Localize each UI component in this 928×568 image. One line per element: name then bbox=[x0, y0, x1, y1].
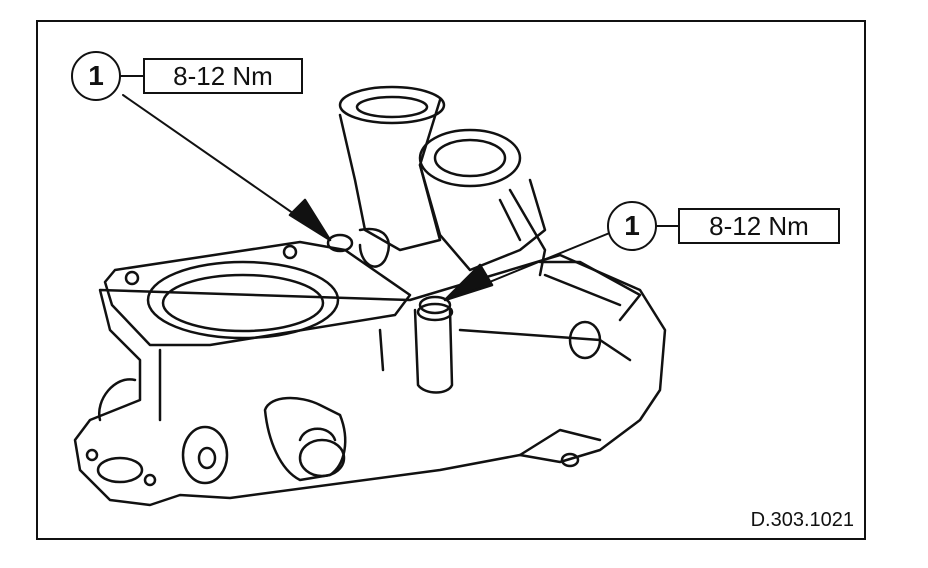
flange-opening bbox=[146, 260, 340, 340]
flange-bolt-hole bbox=[282, 244, 298, 260]
leader-line-right bbox=[469, 231, 613, 291]
housing-body bbox=[73, 253, 667, 507]
bolt-right bbox=[418, 295, 452, 315]
bolt-left bbox=[326, 233, 354, 253]
upper-pipe-right bbox=[418, 163, 547, 272]
top-flange bbox=[103, 240, 412, 347]
torque-label-right: 8-12 Nm bbox=[678, 208, 840, 244]
side-port bbox=[181, 425, 229, 485]
arrow-left bbox=[288, 198, 332, 242]
figure-code: D.303.1021 bbox=[750, 509, 854, 531]
upper-pipe-right-mouth bbox=[418, 128, 522, 188]
end-port bbox=[96, 456, 144, 484]
leader-line-left bbox=[122, 94, 311, 226]
front-pipe bbox=[263, 396, 347, 482]
arrow-right bbox=[443, 263, 494, 302]
torque-label-left: 8-12 Nm bbox=[143, 58, 303, 94]
upper-pipe-left-mouth-inner bbox=[355, 95, 429, 119]
callout-number-left: 1 bbox=[71, 51, 121, 101]
flange-opening-inner bbox=[161, 273, 325, 333]
upper-pipe-left-mouth bbox=[338, 85, 446, 125]
upper-pipe-right-mouth-inner bbox=[433, 138, 507, 178]
flange-bolt-hole bbox=[124, 270, 140, 286]
figure-frame bbox=[36, 20, 866, 540]
callout-number-right: 1 bbox=[607, 201, 657, 251]
